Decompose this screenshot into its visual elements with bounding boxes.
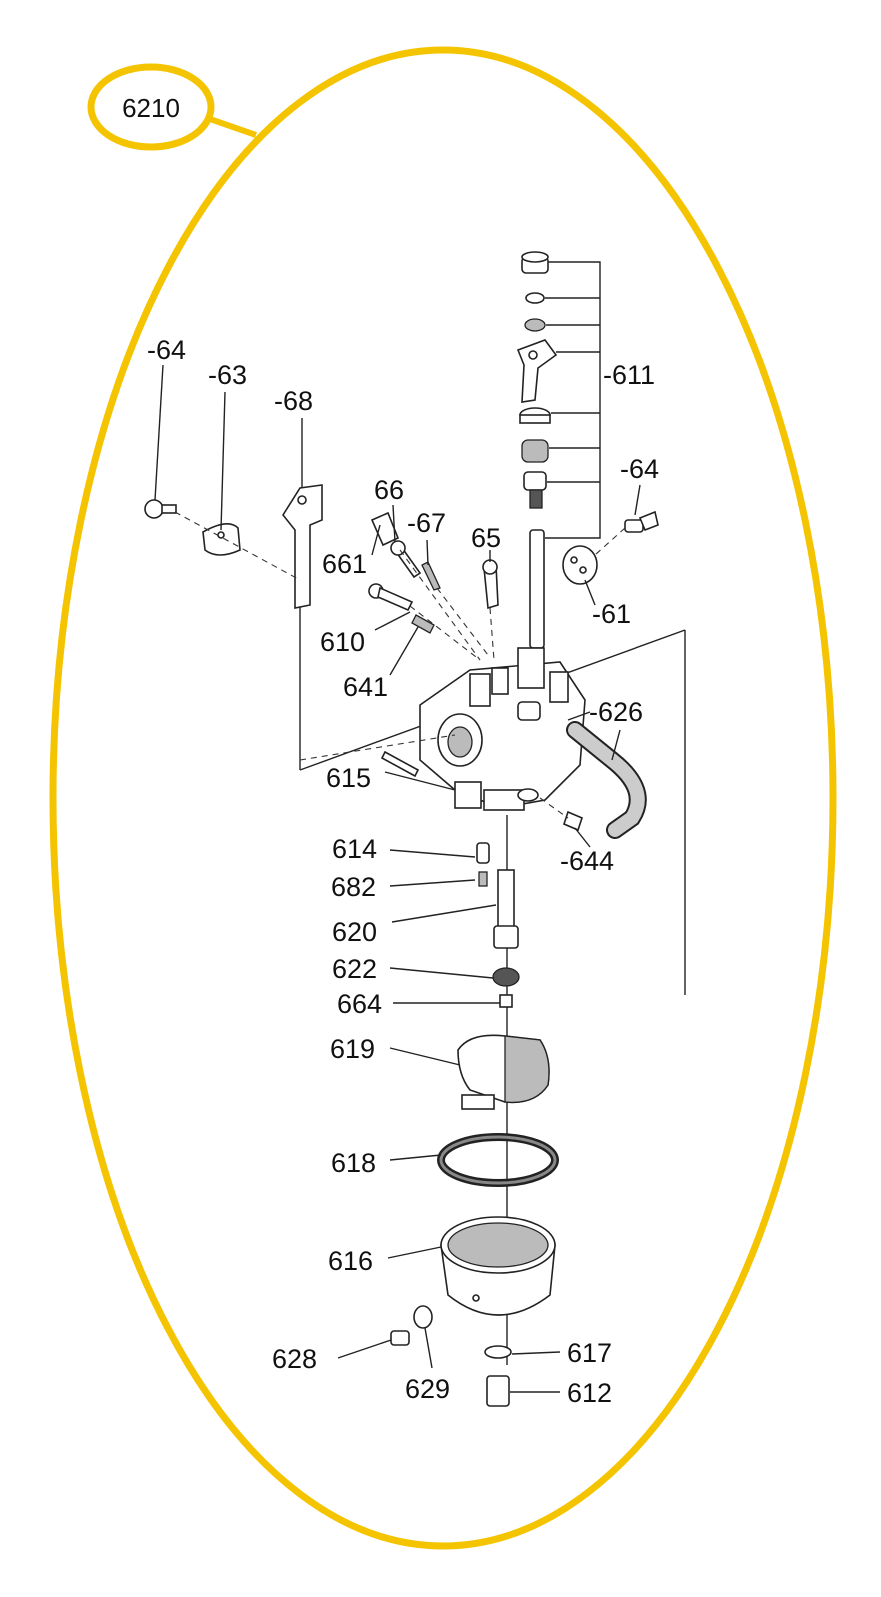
assembly-leader	[206, 115, 257, 138]
jet-parts	[476, 842, 520, 1008]
throttle-stack	[516, 251, 558, 649]
label-64-right: -64	[620, 454, 659, 484]
label-64-left: -64	[147, 335, 186, 365]
label-63: -63	[208, 360, 247, 390]
plug-644	[563, 810, 583, 832]
label-615: 615	[326, 763, 371, 793]
label-618: 618	[331, 1148, 376, 1178]
label-61: -61	[592, 599, 631, 629]
label-661: 661	[322, 549, 367, 579]
throttle-plate-parts	[562, 510, 659, 585]
assembly-outline	[49, 46, 837, 1550]
label-617: 617	[567, 1338, 612, 1368]
assembly-number-bubble	[87, 63, 215, 151]
label-65: 65	[471, 523, 501, 553]
carburetor-body	[419, 647, 586, 811]
choke-parts	[144, 484, 323, 609]
label-620: 620	[332, 917, 377, 947]
label-612: 612	[567, 1378, 612, 1408]
label-68: -68	[274, 386, 313, 416]
label-610: 610	[320, 627, 365, 657]
label-66: 66	[374, 475, 404, 505]
label-664: 664	[337, 989, 382, 1019]
float-bowl	[440, 1216, 556, 1316]
label-611: -611	[603, 360, 655, 390]
label-67: -67	[407, 508, 446, 538]
label-628: 628	[272, 1344, 317, 1374]
label-626: -626	[589, 697, 643, 727]
label-622: 622	[332, 954, 377, 984]
label-629: 629	[405, 1374, 450, 1404]
label-616: 616	[328, 1246, 373, 1276]
drain-parts	[390, 1305, 512, 1407]
label-614: 614	[332, 834, 377, 864]
assembly-number: 6210	[122, 93, 180, 123]
label-644: -644	[560, 846, 614, 876]
float-pin	[380, 750, 420, 778]
label-619: 619	[330, 1034, 375, 1064]
label-682: 682	[331, 872, 376, 902]
leader-611	[545, 261, 601, 539]
label-641: 641	[343, 672, 388, 702]
float	[457, 1034, 550, 1110]
